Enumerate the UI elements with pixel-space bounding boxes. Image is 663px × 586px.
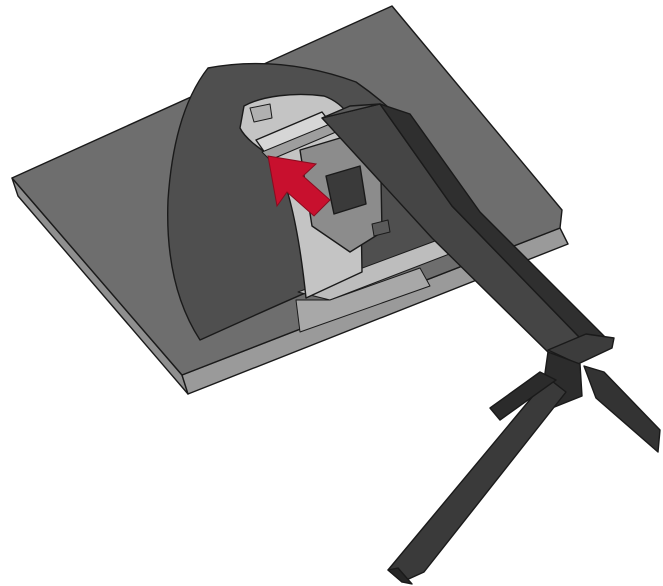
stand-leg-back-right xyxy=(584,366,660,452)
stand-legs xyxy=(388,366,660,584)
stand-leg-front xyxy=(388,378,566,582)
